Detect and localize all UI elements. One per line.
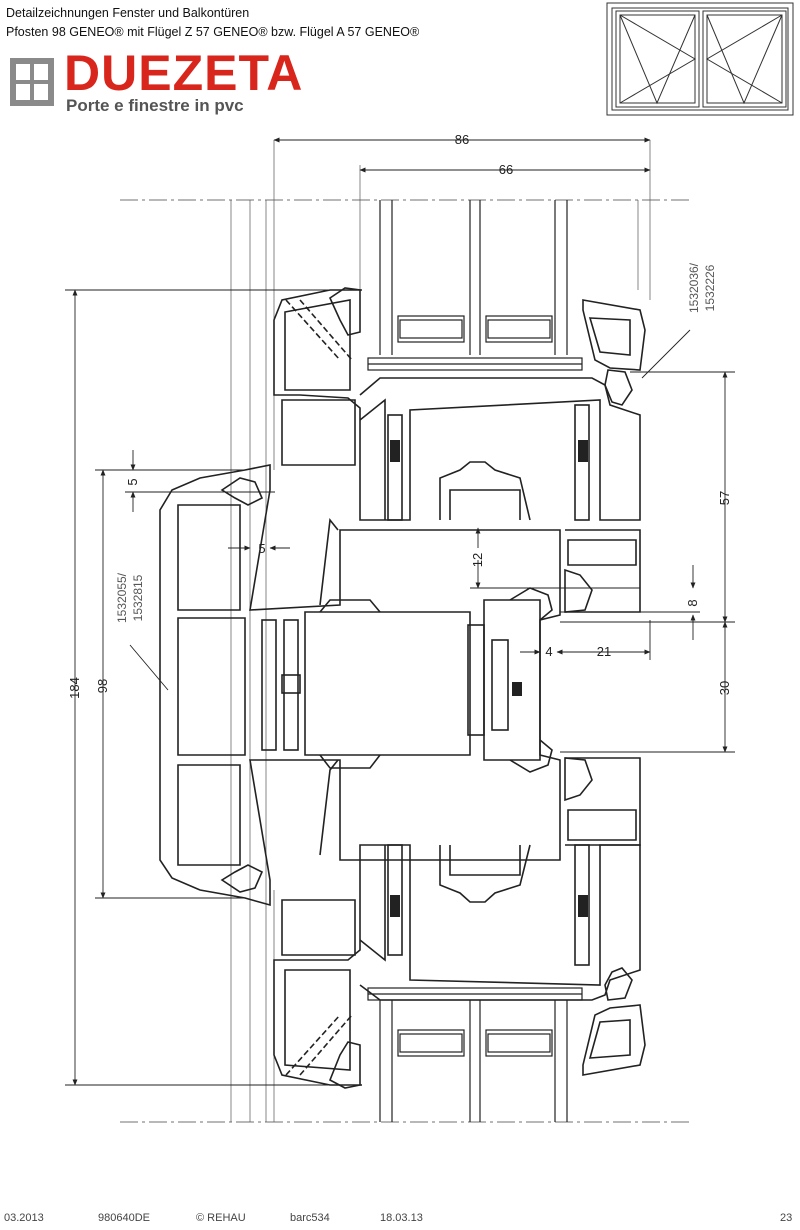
dim-5-horizontal: 5 <box>258 541 265 556</box>
dim-66: 66 <box>499 162 513 177</box>
header-title: Detailzeichnungen Fenster und Balkontüre… <box>6 6 250 20</box>
footer-code: barc534 <box>290 1212 330 1224</box>
footer-copyright: © REHAU <box>196 1212 246 1224</box>
part-number-left-2: 1532815 <box>131 574 145 621</box>
footer-doc-number: 980640DE <box>98 1212 150 1224</box>
part-number-top-1: 1532036/ <box>687 262 701 313</box>
dim-21: 21 <box>597 644 611 659</box>
logo-wordmark: DUEZETA <box>64 45 304 101</box>
footer-issued: 18.03.13 <box>380 1212 423 1224</box>
dim-5-vertical: 5 <box>125 478 140 485</box>
window-logo-icon <box>10 58 54 106</box>
dim-4: 4 <box>545 644 552 659</box>
logo-tagline: Porte e finestre in pvc <box>66 96 244 115</box>
part-number-top-2: 1532226 <box>703 264 717 311</box>
dim-184: 184 <box>67 677 82 699</box>
dim-98: 98 <box>95 679 110 693</box>
dim-86: 86 <box>455 132 469 147</box>
window-elevation-thumbnail <box>606 2 794 116</box>
part-number-left-1: 1532055/ <box>115 572 129 623</box>
dim-8: 8 <box>685 599 700 606</box>
duezeta-logo: DUEZETA Porte e finestre in pvc <box>2 45 382 120</box>
dim-57: 57 <box>717 491 732 505</box>
header-subtitle: Pfosten 98 GENEO® mit Flügel Z 57 GENEO®… <box>6 25 420 39</box>
dim-30: 30 <box>717 681 732 695</box>
footer-page: 23 <box>780 1212 793 1224</box>
footer-date: 03.2013 <box>4 1212 44 1224</box>
dim-12: 12 <box>470 553 485 567</box>
